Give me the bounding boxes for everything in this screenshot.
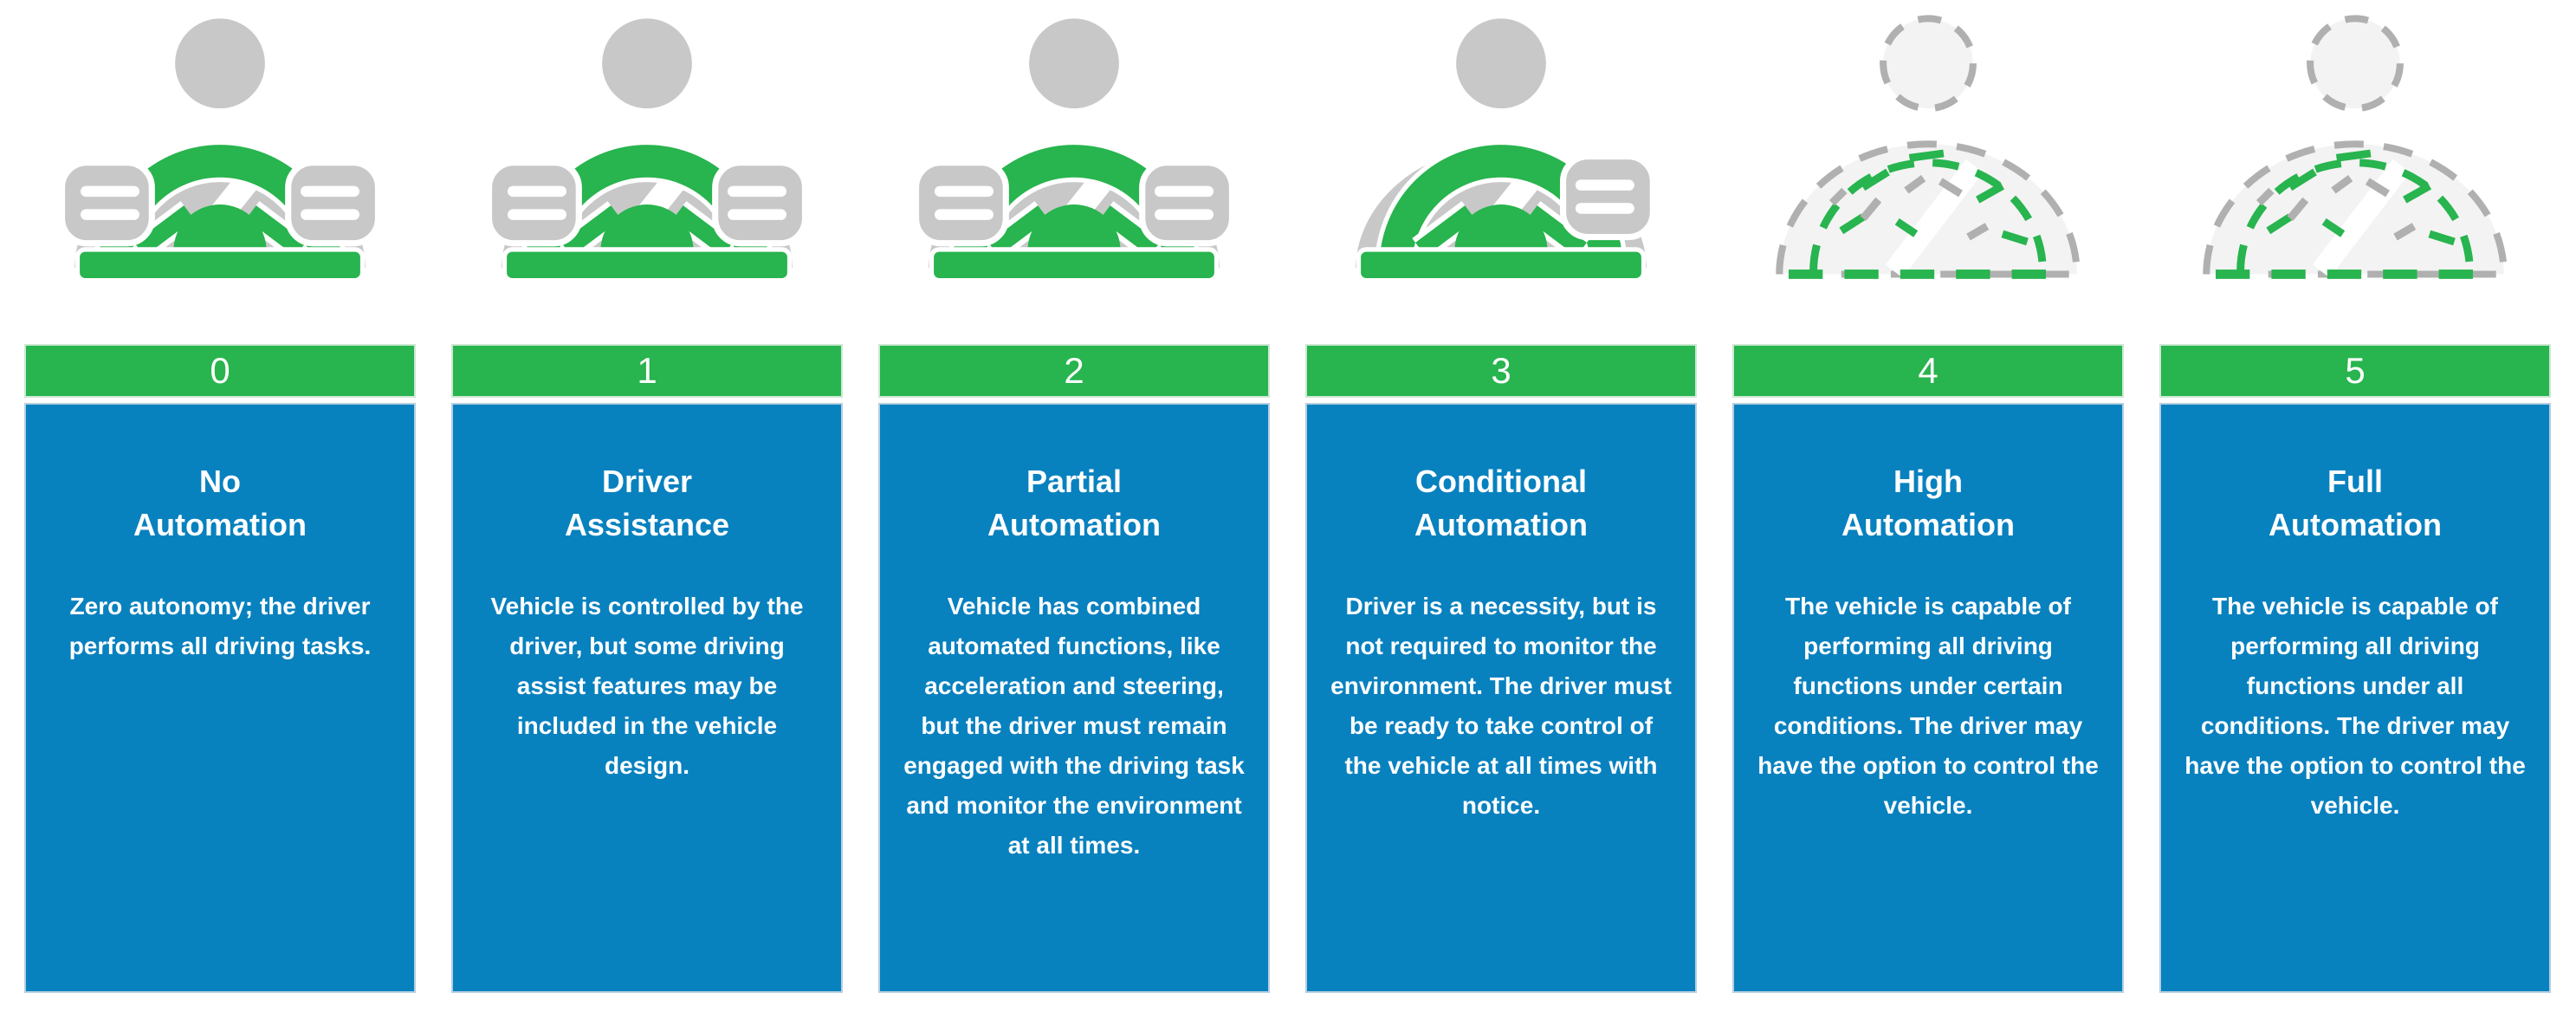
level-number: 4 (1918, 350, 1938, 391)
level-icon (451, 0, 843, 344)
level-number-header: 2 (878, 344, 1270, 398)
level-number-header: 3 (1305, 344, 1697, 398)
level-description: Vehicle has combined automated functions… (903, 593, 1245, 859)
level-description: The vehicle is capable of performing all… (1757, 593, 2099, 819)
level-number: 1 (637, 350, 657, 391)
level-icon (2159, 0, 2551, 344)
level-number-header: 4 (1732, 344, 2124, 398)
driver-hands-on-wheel-icon (912, 18, 1236, 283)
level-card: Driver Assistance Vehicle is controlled … (451, 403, 843, 993)
level-column: 0 No Automation Zero autonomy; the drive… (24, 0, 416, 993)
level-card: Partial Automation Vehicle has combined … (878, 403, 1270, 993)
driver-hands-on-wheel-icon (58, 18, 382, 283)
level-title: Conditional Automation (1414, 464, 1588, 542)
level-description: The vehicle is capable of performing all… (2184, 593, 2526, 819)
level-title: Partial Automation (987, 464, 1161, 542)
level-title: High Automation (1841, 464, 2015, 542)
level-card: Conditional Automation Driver is a neces… (1305, 403, 1697, 993)
level-title: Full Automation (2269, 464, 2442, 542)
level-number-header: 5 (2159, 344, 2551, 398)
level-title: Driver Assistance (564, 464, 730, 542)
level-icon (878, 0, 1270, 344)
level-icon (24, 0, 416, 344)
level-number-header: 1 (451, 344, 843, 398)
level-column: 1 Driver Assistance Vehicle is controlle… (451, 0, 843, 993)
driver-one-hand-on-wheel-icon (1349, 18, 1656, 283)
autonomous-ghost-driver-icon (1776, 15, 2081, 279)
level-number: 5 (2345, 350, 2366, 391)
level-card: High Automation The vehicle is capable o… (1732, 403, 2124, 993)
level-number: 2 (1064, 350, 1084, 391)
autonomous-ghost-driver-icon (2203, 15, 2508, 279)
driver-hands-on-wheel-icon (485, 18, 809, 283)
level-column: 5 Full Automation The vehicle is capable… (2159, 0, 2551, 993)
level-icon (1305, 0, 1697, 344)
level-card: No Automation Zero autonomy; the driver … (24, 403, 416, 993)
level-number-header: 0 (24, 344, 416, 398)
level-column: 3 Conditional Automation Driver is a nec… (1305, 0, 1697, 993)
level-card: Full Automation The vehicle is capable o… (2159, 403, 2551, 993)
level-column: 2 Partial Automation Vehicle has combine… (878, 0, 1270, 993)
level-description: Vehicle is controlled by the driver, but… (490, 593, 804, 779)
level-title: No Automation (133, 464, 307, 542)
level-number: 0 (210, 350, 230, 391)
level-icon (1732, 0, 2124, 344)
level-description: Zero autonomy; the driver performs all d… (68, 593, 372, 659)
level-number: 3 (1491, 350, 1511, 391)
level-column: 4 High Automation The vehicle is capable… (1732, 0, 2124, 993)
level-description: Driver is a necessity, but is not requir… (1330, 593, 1672, 819)
